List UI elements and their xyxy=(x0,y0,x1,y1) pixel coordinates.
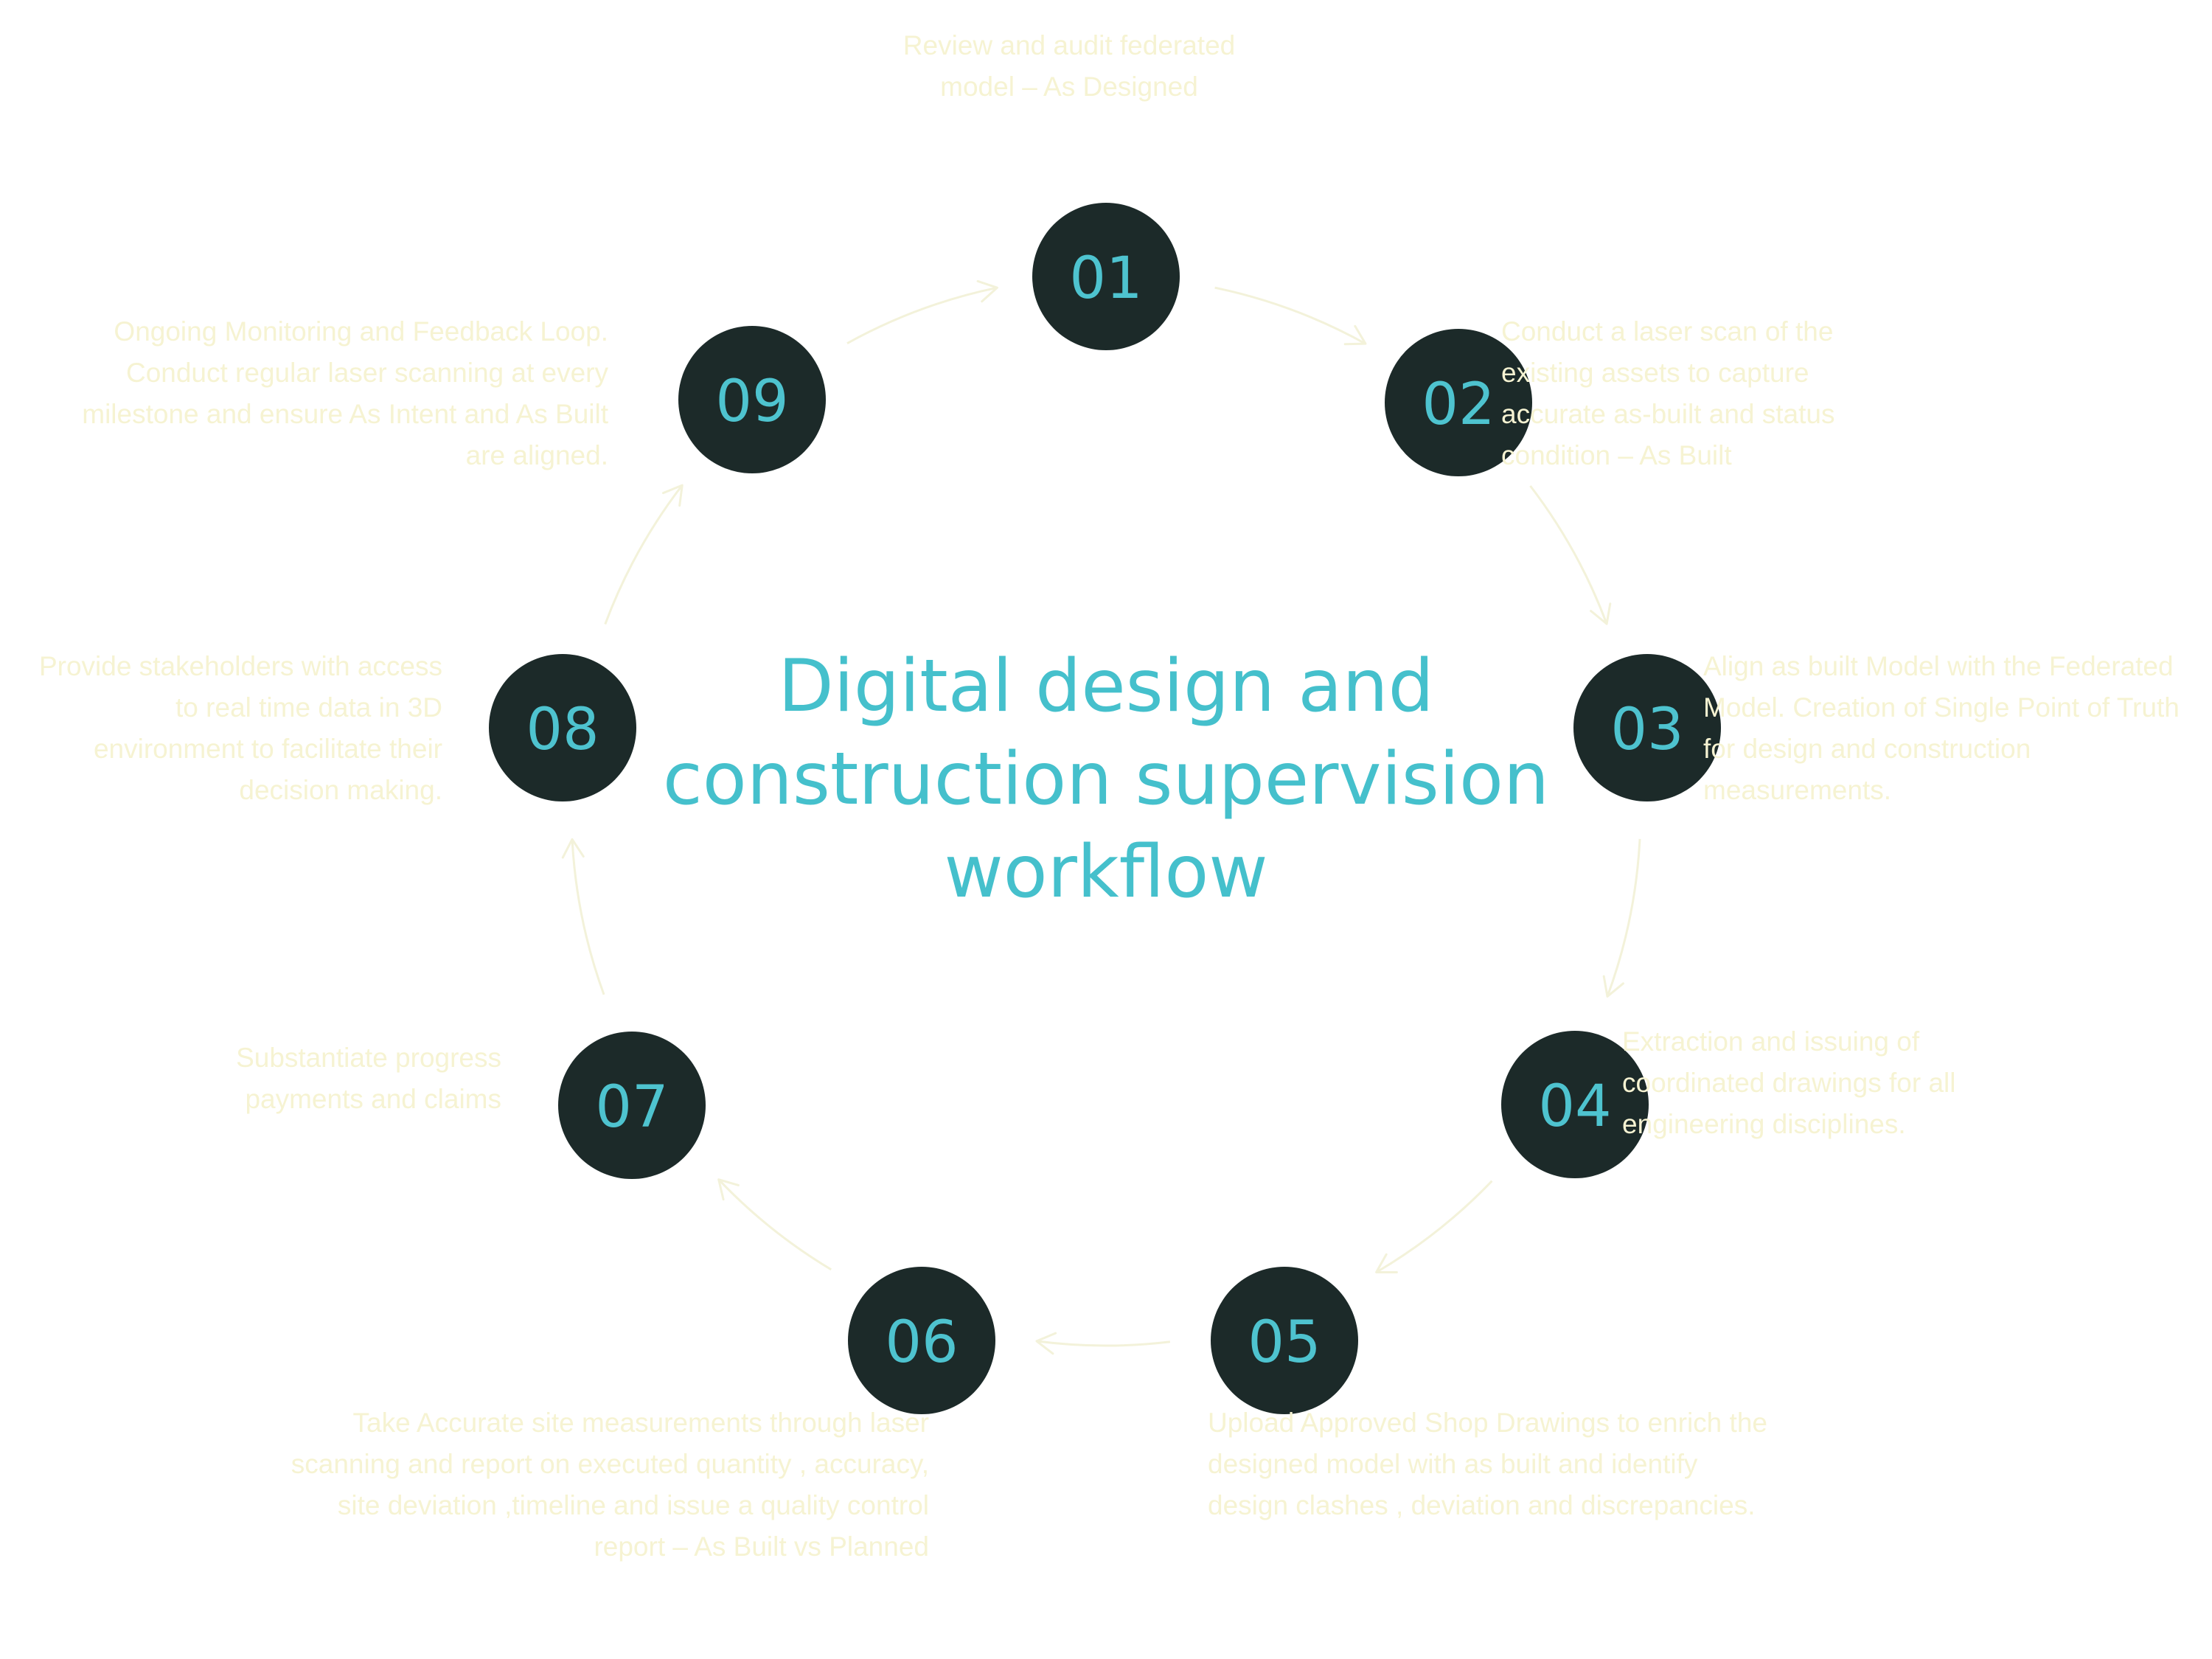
step-number: 05 xyxy=(1248,1310,1321,1376)
step-node-08: 08 xyxy=(489,654,636,801)
connector-arrow xyxy=(1606,838,1641,997)
step-number: 09 xyxy=(715,369,788,435)
step-number: 07 xyxy=(595,1074,668,1141)
step-circle xyxy=(489,654,636,801)
step-02-description: Conduct a laser scan of the existing ass… xyxy=(1501,316,1835,470)
step-circle xyxy=(1573,654,1721,801)
step-circle xyxy=(1211,1267,1358,1414)
connector-arrow xyxy=(1529,485,1608,625)
arrowhead-icon xyxy=(1602,975,1624,998)
step-06-description: Take Accurate site measurements through … xyxy=(291,1408,929,1562)
connector-arrow xyxy=(604,484,684,625)
connector-arrow xyxy=(1214,286,1366,345)
step-node-09: 09 xyxy=(678,326,826,473)
step-03-description: Align as built Model with the Federated … xyxy=(1703,651,2180,805)
step-node-03: 03 xyxy=(1573,654,1721,801)
step-circle xyxy=(558,1032,706,1179)
step-number: 01 xyxy=(1069,246,1142,312)
arrowhead-icon xyxy=(1590,602,1612,625)
diagram-title: Digital design and construction supervis… xyxy=(662,644,1550,914)
step-nodes: 01 02 03 04 05 06 07 08 09 xyxy=(489,203,1721,1414)
step-node-04: 04 xyxy=(1501,1031,1649,1178)
step-number: 04 xyxy=(1538,1074,1611,1140)
arrowhead-icon xyxy=(661,484,684,507)
connector-arrow xyxy=(846,286,998,344)
step-circle xyxy=(1501,1031,1649,1178)
connector-arrow xyxy=(717,1178,832,1271)
step-node-06: 06 xyxy=(848,1267,995,1414)
arrowhead-icon xyxy=(1035,1332,1057,1355)
step-number: 08 xyxy=(526,697,599,763)
arrowhead-icon xyxy=(1375,1253,1398,1273)
connector-arrow xyxy=(1375,1180,1493,1273)
arrowhead-icon xyxy=(717,1178,740,1201)
step-05-description: Upload Approved Shop Drawings to enrich … xyxy=(1208,1408,1767,1520)
step-node-05: 05 xyxy=(1211,1267,1358,1414)
step-node-07: 07 xyxy=(558,1032,706,1179)
step-01-description: Review and audit federated model – As De… xyxy=(902,30,1236,102)
step-circle xyxy=(848,1267,995,1414)
step-08-description: Provide stakeholders with access to real… xyxy=(38,651,442,805)
step-circle xyxy=(1385,329,1532,476)
step-04-description: Extraction and issuing of coordinated dr… xyxy=(1622,1026,1956,1139)
step-number: 03 xyxy=(1610,697,1683,763)
step-circle xyxy=(1032,203,1180,350)
step-number: 06 xyxy=(885,1310,958,1376)
arrowhead-icon xyxy=(976,279,998,303)
connector-arrow xyxy=(571,839,605,995)
arrowhead-icon xyxy=(561,838,585,859)
step-number: 02 xyxy=(1422,372,1495,438)
step-09-description: Ongoing Monitoring and Feedback Loop. Co… xyxy=(82,316,608,470)
step-circle xyxy=(678,326,826,473)
step-node-01: 01 xyxy=(1032,203,1180,350)
step-node-02: 02 xyxy=(1385,329,1532,476)
arrowhead-icon xyxy=(1343,324,1367,346)
step-07-description: Substantiate progress payments and claim… xyxy=(236,1043,501,1114)
connector-arrow xyxy=(1036,1340,1171,1347)
connector-arrows xyxy=(561,279,1641,1355)
